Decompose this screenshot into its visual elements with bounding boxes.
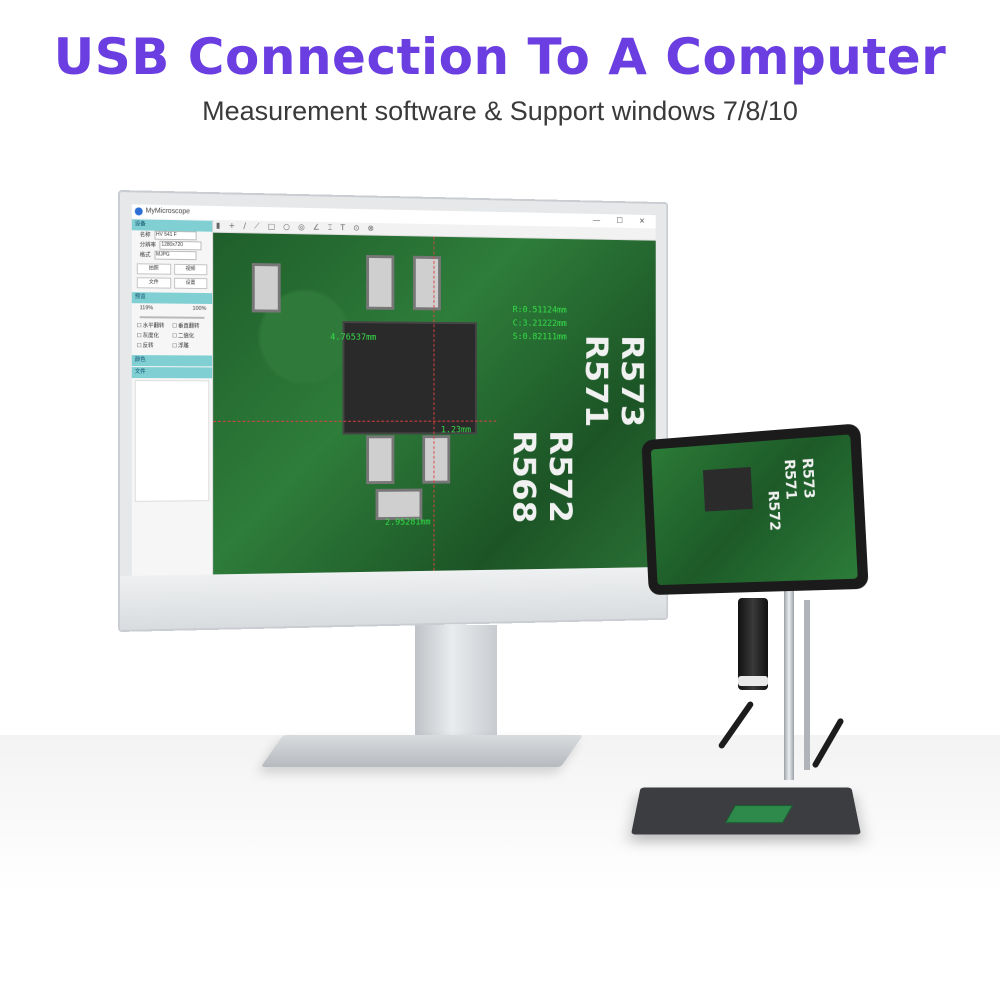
checkbox-binarize[interactable]: 二值化 — [172, 331, 207, 339]
measure-length-2: 2.95281mm — [384, 517, 431, 528]
microscope-lens-ring — [738, 676, 768, 686]
monitor-chin — [119, 566, 667, 630]
floor-background — [0, 735, 1000, 1000]
monitor-screen: MyMicroscope — ☐ ✕ 设备 名称 HV 541 F 分辨率 12… — [131, 204, 656, 580]
file-list[interactable] — [134, 380, 210, 502]
microscope-display: R573 R571 R572 — [641, 423, 869, 596]
measure-length-1: 4.76537mm — [330, 332, 377, 343]
measure-c: C:3.21222mm — [512, 318, 567, 329]
preview-options: 水平翻转 垂直翻转 灰度化 二值化 反转 浮雕 — [132, 321, 212, 349]
action-buttons: 拍照 视频 文件 设置 — [132, 260, 212, 292]
measure-r: R:0.51124mm — [512, 305, 567, 316]
computer-monitor: MyMicroscope — ☐ ✕ 设备 名称 HV 541 F 分辨率 12… — [118, 190, 669, 632]
monitor-stand-neck — [415, 625, 497, 750]
resolution-select[interactable]: 1280x720 — [159, 240, 202, 251]
display-pcb-label: R572 — [764, 490, 783, 532]
settings-button[interactable]: 设置 — [173, 277, 208, 290]
zoom-slider[interactable] — [139, 316, 205, 319]
subheadline: Measurement software & Support windows 7… — [202, 96, 798, 126]
pcb-pad — [375, 488, 423, 521]
pcb-pad — [366, 254, 395, 310]
photo-button[interactable]: 拍照 — [136, 263, 171, 275]
file-button[interactable]: 文件 — [136, 277, 171, 289]
microscope-pole-rear — [804, 600, 810, 770]
checkbox-emboss[interactable]: 浮雕 — [172, 341, 207, 349]
monitor-base — [260, 735, 584, 767]
device-name-select[interactable]: HV 541 F — [154, 230, 197, 241]
section-color[interactable]: 颜色 — [131, 355, 213, 367]
display-chip — [702, 466, 753, 512]
pcb-pad — [366, 435, 395, 485]
section-files[interactable]: 文件 — [131, 367, 213, 379]
pcb-label: R568 — [505, 430, 542, 524]
checkbox-gray[interactable]: 灰度化 — [137, 331, 172, 339]
microscope-lens-body — [738, 598, 768, 690]
microscope-pole — [784, 580, 794, 780]
pcb-pad — [413, 255, 441, 311]
video-button[interactable]: 视频 — [173, 263, 208, 276]
side-panel: 设备 名称 HV 541 F 分辨率 1280x720 格式 MJPG 拍照 视… — [131, 218, 214, 580]
measure-line — [433, 236, 435, 579]
measure-length-3: 1.23mm — [440, 425, 471, 436]
format-select[interactable]: MJPG — [154, 250, 197, 261]
pcb-pad — [422, 435, 451, 484]
app-logo-icon — [134, 207, 143, 216]
display-pcb-label: R571 — [780, 458, 799, 501]
section-preview[interactable]: 预览 — [131, 292, 213, 305]
checkbox-invert[interactable]: 反转 — [137, 341, 172, 349]
pcb-label: R572 — [541, 430, 578, 524]
zoom-right: 100% — [192, 305, 207, 312]
pcb-sample — [724, 805, 794, 823]
format-row: 格式 MJPG — [132, 250, 212, 261]
checkbox-vflip[interactable]: 垂直翻转 — [172, 321, 207, 330]
pcb-label: R573 — [613, 334, 650, 428]
pcb-label: R571 — [577, 334, 614, 428]
app-title: MyMicroscope — [145, 207, 190, 216]
zoom-row: 119% 100% — [132, 303, 212, 314]
window-controls[interactable]: — ☐ ✕ — [592, 215, 653, 226]
microscope-display-screen: R573 R571 R572 — [650, 434, 858, 586]
checkbox-hflip[interactable]: 水平翻转 — [137, 321, 172, 329]
measure-s: S:0.82111mm — [512, 332, 567, 343]
headline: USB Connection To A Computer — [53, 28, 947, 86]
zoom-value: 119% — [139, 305, 154, 312]
pcb-pad — [251, 263, 281, 313]
microscope-view: 4.76537mm R:0.51124mm C:3.21222mm S:0.82… — [213, 232, 656, 579]
display-pcb-label: R573 — [798, 457, 817, 500]
